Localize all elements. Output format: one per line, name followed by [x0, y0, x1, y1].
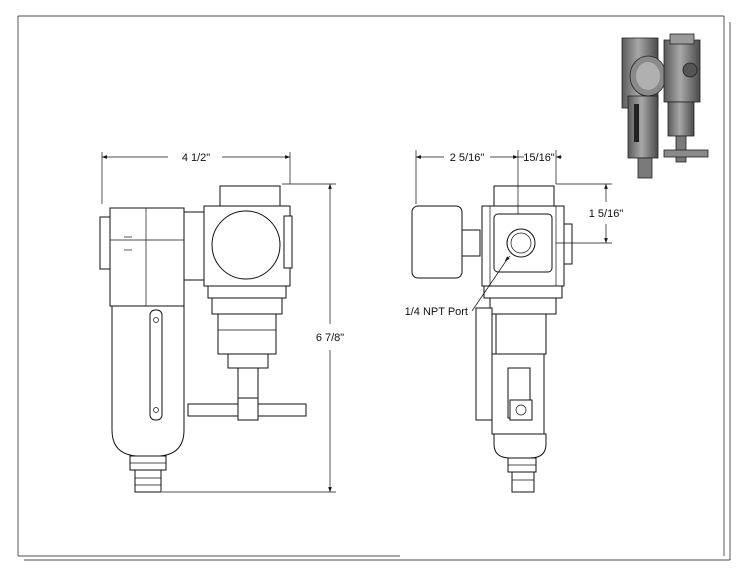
pressure-gauge [411, 205, 481, 279]
front-width-dimension: 4 1/2" [101, 152, 291, 204]
front-height-dimension: 6 7/8" [162, 183, 344, 493]
side-left-width-label: 2 5/16" [450, 152, 485, 164]
side-view: 2 5/16" 15/16" 1 5/16" 1/4 NPT Port [405, 150, 624, 493]
side-right-width-label: 15/16" [523, 152, 555, 164]
port-callout-label: 1/4 NPT Port [405, 306, 468, 318]
sheet-border [17, 15, 731, 561]
isometric-render [621, 33, 709, 179]
front-width-label: 4 1/2" [182, 152, 210, 164]
side-width-dimensions: 2 5/16" 15/16" [415, 150, 562, 214]
regulator-unit [187, 185, 307, 421]
filter-unit [99, 207, 209, 493]
front-height-label: 6 7/8" [316, 332, 344, 344]
side-height-dimension: 1 5/16" [556, 183, 624, 244]
front-view: 4 1/2" 6 7/8" [99, 152, 344, 493]
side-height-label: 1 5/16" [589, 208, 624, 220]
regulator-body-side [475, 185, 573, 493]
port-callout: 1/4 NPT Port [405, 257, 509, 318]
